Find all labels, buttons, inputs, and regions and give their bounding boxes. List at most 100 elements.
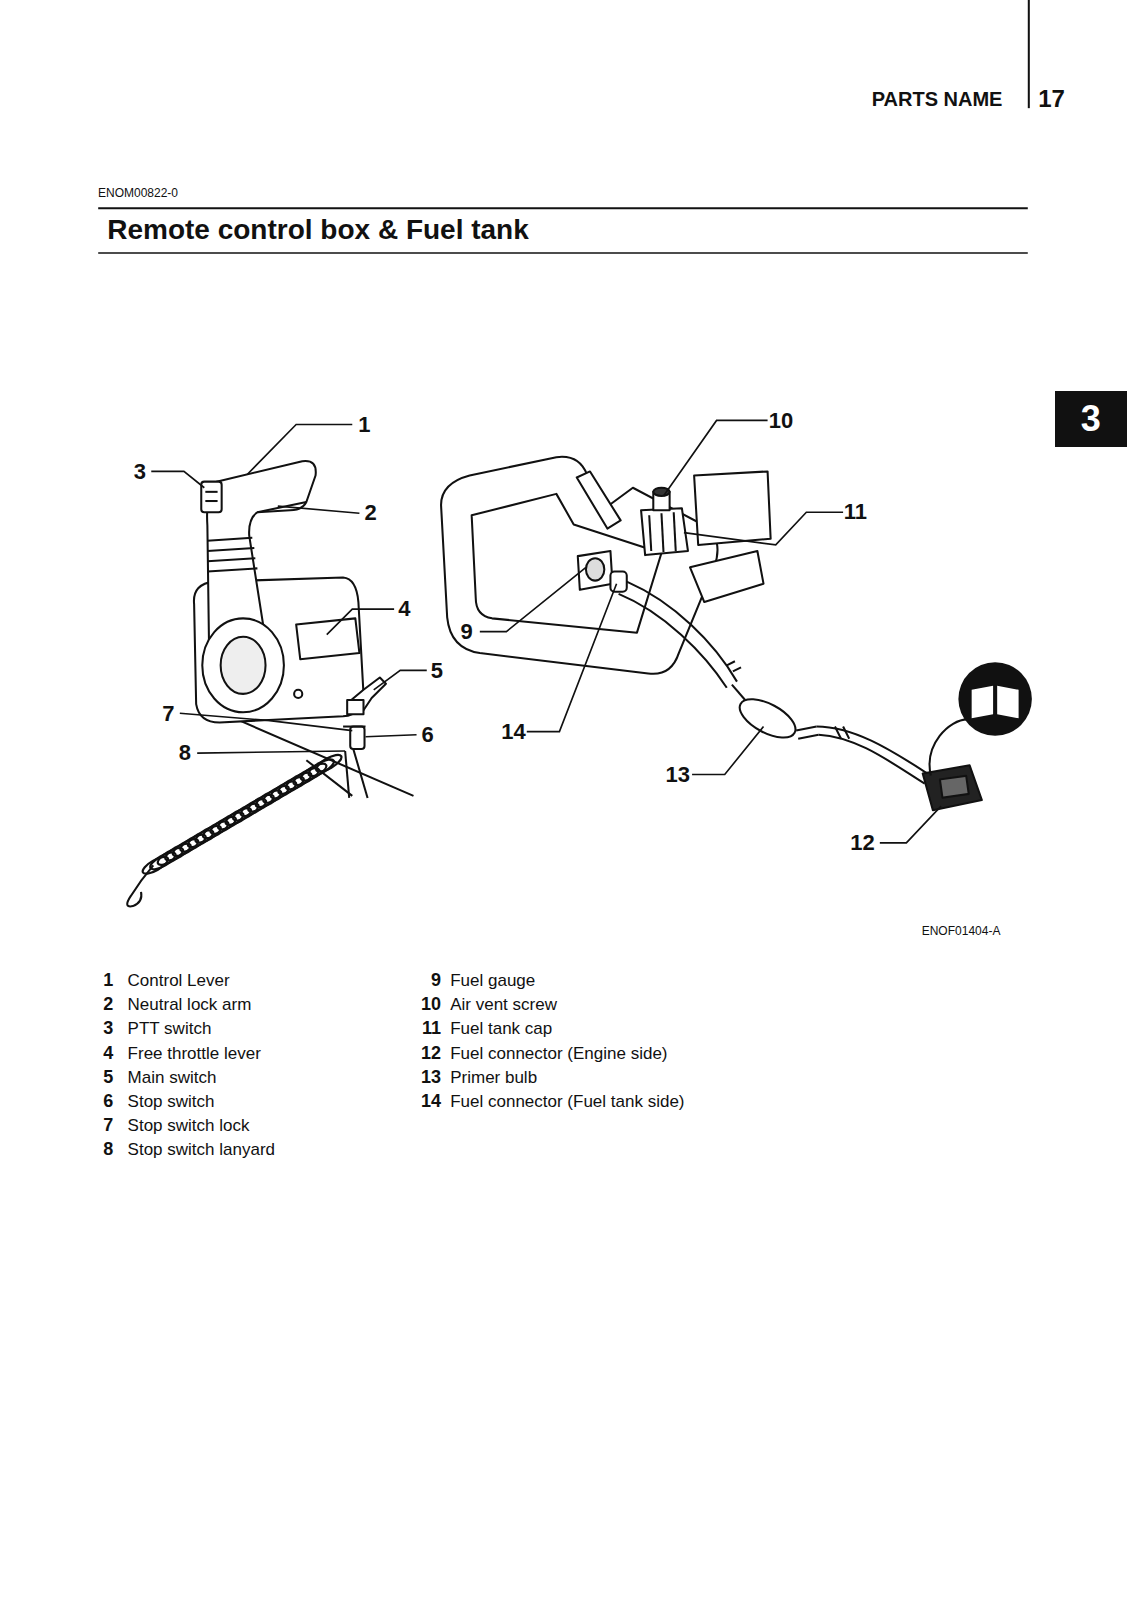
book-symbol <box>972 686 1019 719</box>
part-name: Stop switch <box>128 1093 215 1112</box>
leader-line <box>880 806 941 843</box>
fuel-gauge-dial <box>586 558 604 580</box>
part-name: Main switch <box>128 1068 217 1087</box>
part-name: Free throttle lever <box>128 1044 261 1063</box>
page-marking: PARTS NAME <box>872 88 1003 110</box>
stop-switch-lanyard <box>140 752 343 877</box>
legend-number: 4 <box>103 1044 113 1064</box>
cap-knurl <box>661 513 663 552</box>
callout-number: 13 <box>666 763 690 787</box>
mount-surface <box>237 719 414 796</box>
legend-number: 12 <box>421 1044 441 1064</box>
lever-rib <box>207 538 252 541</box>
page-marking: ENOM00822-0 <box>98 187 178 200</box>
hose-break <box>835 727 849 739</box>
remote-control-box <box>127 461 413 906</box>
leader-line <box>327 609 394 635</box>
fuel-tank-cap <box>641 508 688 555</box>
primer-bulb <box>734 691 801 745</box>
legend-number: 9 <box>431 971 441 991</box>
leader-line <box>684 512 843 545</box>
leader-line <box>247 424 352 474</box>
fuel-hose <box>619 582 737 688</box>
fuel-hose <box>796 727 818 739</box>
callout-number: 7 <box>162 701 174 725</box>
fuel-connector-engine <box>923 765 982 810</box>
callout-number: 5 <box>431 659 443 683</box>
lever-hub <box>202 618 284 712</box>
callout-number: 4 <box>398 597 410 621</box>
tank-body <box>441 457 718 674</box>
page-marking: 17 <box>1038 86 1065 112</box>
hose-break <box>727 661 741 671</box>
leader-line <box>180 713 352 730</box>
manual-icon <box>958 662 1031 735</box>
legend-number: 11 <box>422 1020 441 1040</box>
leader-line <box>366 735 417 737</box>
part-name: Fuel gauge <box>450 972 535 991</box>
leader-line <box>664 420 768 496</box>
part-name: Neutral lock arm <box>128 996 252 1015</box>
connector-face <box>940 776 969 798</box>
legend-number: 10 <box>421 995 441 1015</box>
page-marking: ENOF01404-A <box>922 925 1001 938</box>
callout-number: 9 <box>460 620 472 644</box>
leader-line <box>151 471 204 487</box>
callout-number: 6 <box>422 723 434 747</box>
fuel-tank <box>441 457 982 810</box>
chapter-number: 3 <box>1081 398 1101 440</box>
part-name: PTT switch <box>128 1020 212 1039</box>
fuel-hose <box>817 727 931 784</box>
warning-tag <box>690 551 763 602</box>
leader-line <box>692 727 763 775</box>
leader-line <box>197 751 345 753</box>
leader-line <box>278 506 360 513</box>
legend-number: 3 <box>103 1020 113 1040</box>
legend-number: 13 <box>421 1068 441 1088</box>
harness-wire <box>353 749 367 798</box>
main-switch <box>347 700 363 714</box>
lever-rib <box>207 548 254 551</box>
page-rules <box>98 0 1029 253</box>
part-name: Fuel connector (Fuel tank side) <box>450 1093 684 1112</box>
callout-number: 14 <box>501 720 525 744</box>
legend-number: 8 <box>103 1140 113 1160</box>
cap-knurl <box>649 515 651 551</box>
tank-handle <box>577 471 621 528</box>
leader-line <box>374 670 427 689</box>
free-throttle-lever <box>296 618 359 659</box>
legend-number: 14 <box>421 1092 441 1112</box>
lever-rib <box>207 558 255 561</box>
legend-number: 5 <box>103 1068 113 1088</box>
cap-knurl <box>674 512 676 551</box>
part-name: Stop switch lock <box>128 1117 250 1136</box>
callout-number: 2 <box>364 501 376 525</box>
legend-number: 7 <box>103 1116 113 1136</box>
header-divider <box>1028 0 1030 108</box>
ptt-switch-detail <box>205 500 217 502</box>
part-name: Control Lever <box>128 972 230 991</box>
part-name: Stop switch lanyard <box>128 1141 275 1160</box>
harness-wire <box>345 751 349 798</box>
part-name: Primer bulb <box>450 1068 537 1087</box>
lanyard-clip <box>127 865 153 906</box>
warning-tag <box>694 471 771 544</box>
callout-number: 10 <box>769 408 793 432</box>
leader-line <box>527 584 617 732</box>
lanyard-coil <box>140 854 170 877</box>
legend-number: 1 <box>103 971 113 991</box>
fuel-hose <box>732 685 745 700</box>
ptt-switch-detail <box>205 491 217 493</box>
tank-recess <box>472 494 662 633</box>
stop-switch-lock <box>343 726 365 728</box>
stop-switch <box>350 727 364 749</box>
chapter-tab: 3 <box>1055 391 1127 447</box>
callout-number: 12 <box>850 831 874 855</box>
section-title: Remote control box & Fuel tank <box>107 214 529 245</box>
title-rule <box>98 207 1028 209</box>
part-name: Fuel tank cap <box>450 1020 552 1039</box>
title-rule <box>98 252 1028 254</box>
callout-number: 8 <box>179 741 191 765</box>
callout-number: 3 <box>134 460 146 484</box>
